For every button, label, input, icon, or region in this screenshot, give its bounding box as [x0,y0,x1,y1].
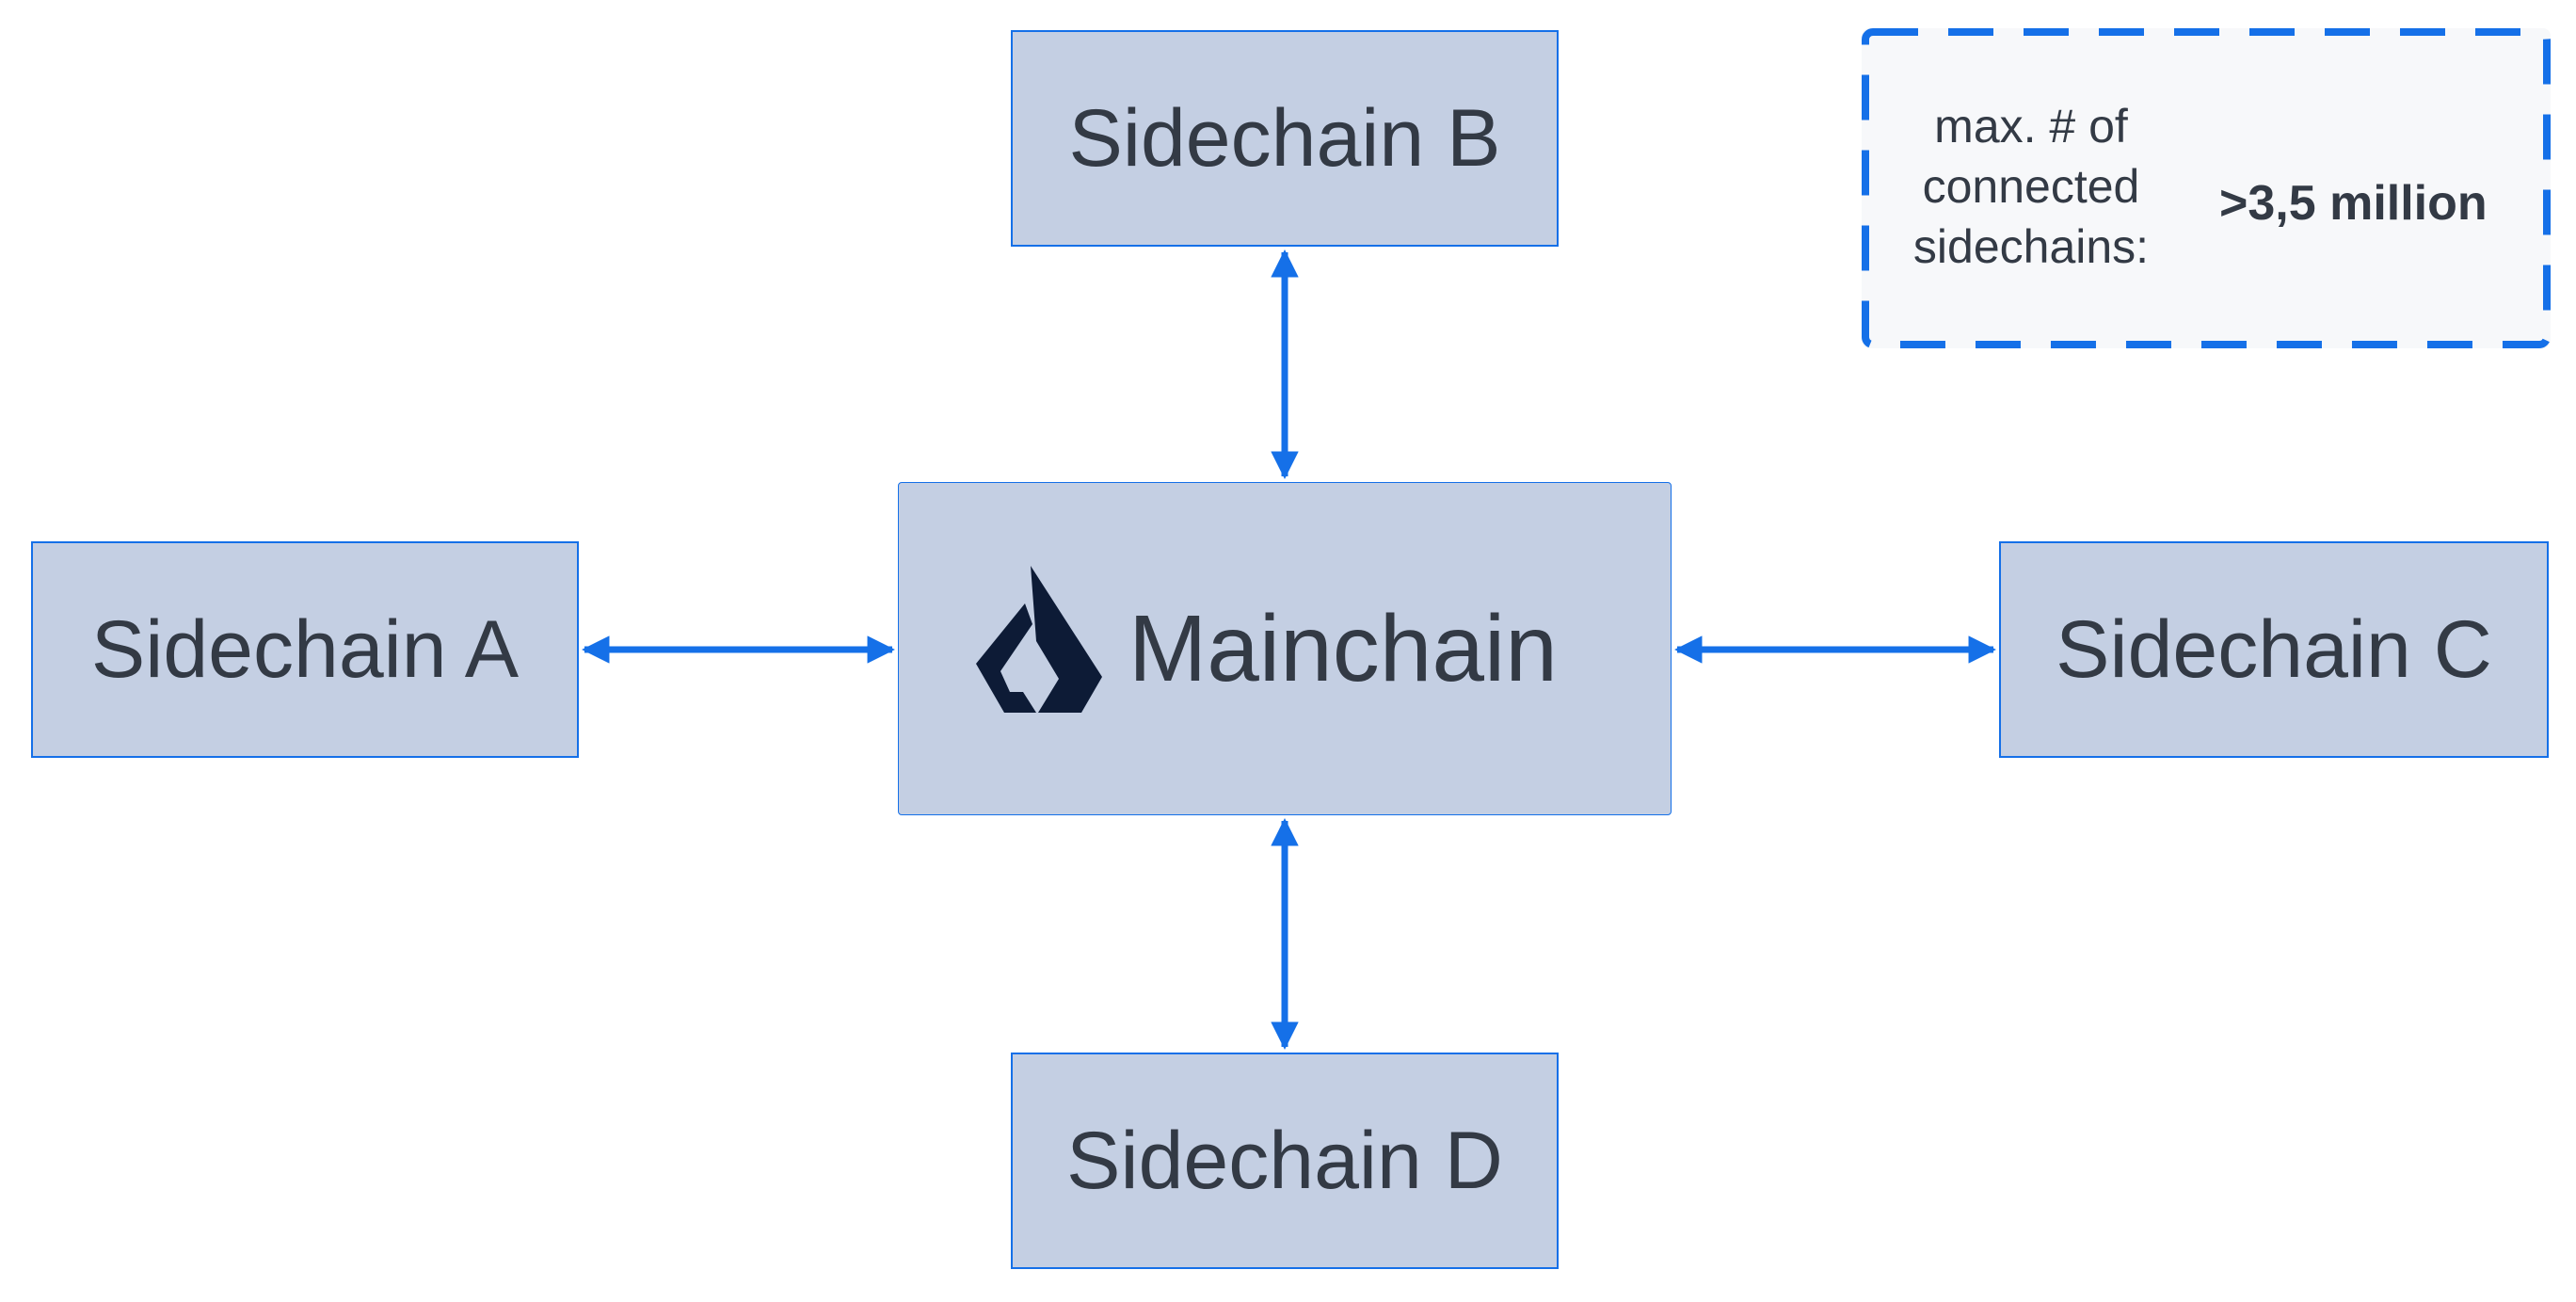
sidechain-b-label: Sidechain B [1068,92,1501,184]
sidechain-a-label: Sidechain A [90,603,520,695]
callout-dashed-border [1862,28,2551,348]
sidechain-d-label: Sidechain D [1066,1115,1503,1206]
sidechain-b-node[interactable]: Sidechain B [1011,30,1559,247]
sidechain-a-node[interactable]: Sidechain A [31,541,579,758]
lisk-logo-icon [976,566,1102,713]
max-sidechains-value: >3,5 million [2219,176,2488,231]
sidechain-c-label: Sidechain C [2056,603,2492,695]
mainchain-label: Mainchain [1128,595,1558,701]
sidechain-c-node[interactable]: Sidechain C [1999,541,2549,758]
sidechain-d-node[interactable]: Sidechain D [1011,1053,1559,1269]
max-sidechains-callout: max. # of connected sidechains: >3,5 mil… [1862,28,2551,348]
mainchain-node[interactable]: Mainchain [898,482,1672,815]
max-sidechains-label: max. # of connected sidechains: [1912,100,2150,273]
